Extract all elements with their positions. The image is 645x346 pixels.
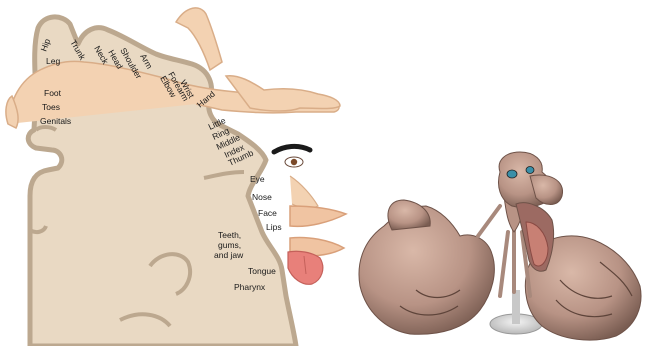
label-genitals: Genitals [40, 116, 71, 126]
label-teeth-line3: and jaw [214, 250, 244, 260]
label-face: Face [258, 208, 277, 218]
model-eye-left [507, 170, 517, 178]
model-stand-post [512, 290, 520, 324]
model-eye-right [526, 167, 534, 174]
label-teeth-line2: gums, [218, 240, 241, 250]
model-left-thumb [388, 200, 430, 230]
homunculus-model [359, 152, 641, 340]
homunculus-iris [291, 159, 297, 165]
label-leg: Leg [46, 56, 60, 66]
label-nose: Nose [252, 192, 272, 202]
label-eye: Eye [250, 174, 265, 184]
label-pharynx: Pharynx [234, 282, 266, 292]
homunculus-nose [290, 176, 318, 208]
label-foot: Foot [44, 88, 62, 98]
label-teeth-line1: Teeth, [218, 230, 241, 240]
homunculus-brow [274, 146, 310, 152]
label-tongue: Tongue [248, 266, 276, 276]
label-lips: Lips [266, 222, 282, 232]
homunculus-upper-lip [290, 206, 346, 226]
label-toes: Toes [42, 102, 60, 112]
